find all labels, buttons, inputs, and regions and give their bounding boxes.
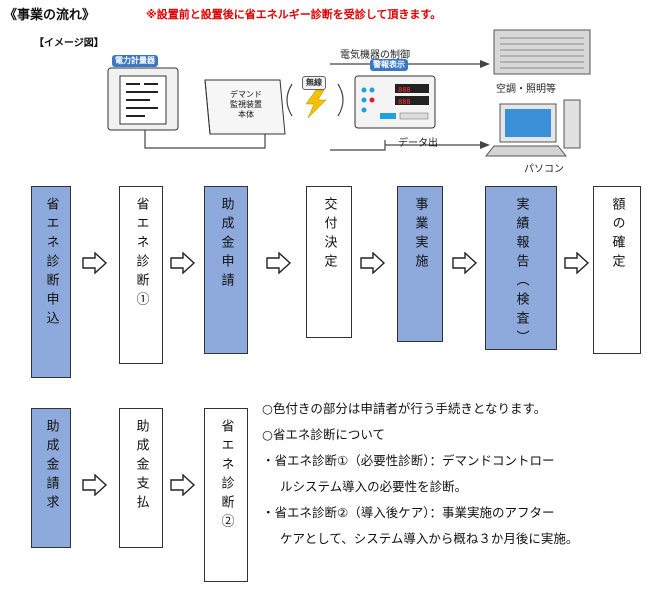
step-grant-decision: 交付決定 xyxy=(306,186,352,338)
page-title: 《事業の流れ》 xyxy=(4,8,96,23)
legend-line: ○色付きの部分は申請者が行う手続きとなります。 xyxy=(262,401,547,416)
alarm-tag: 警報表示 xyxy=(370,59,408,71)
aircon-device xyxy=(493,29,591,75)
step-subsidy-claim: 助成金請求 xyxy=(31,408,71,548)
wireless-tag: 無線 xyxy=(302,76,326,90)
step-energy-audit-application: 省エネ診断申込 xyxy=(31,186,71,378)
legend-notes: ○色付きの部分は申請者が行う手続きとなります。 ○省エネ診断について ・省エネ診… xyxy=(262,396,578,552)
flow-arrow-icon xyxy=(82,252,108,274)
wireless-link xyxy=(286,83,344,119)
image-label: 【イメージ図】 xyxy=(34,38,104,49)
monitor-line: デマンド xyxy=(230,90,262,99)
aircon-label: 空調・照明等 xyxy=(496,84,556,95)
flow-arrow-icon xyxy=(170,474,196,496)
flow-arrow-icon xyxy=(452,252,478,274)
flow-arrow-icon xyxy=(266,252,292,274)
flow-arrow-icon xyxy=(82,474,108,496)
monitor-line: 本体 xyxy=(238,110,254,119)
legend-line: ・省エネ診断②（導入後ケア）：事業実施のアフター xyxy=(262,505,555,520)
meter-device xyxy=(107,67,179,131)
data-output-label: データ出 xyxy=(398,138,438,149)
legend-line: ルシステム導入の必要性を診断。 xyxy=(280,479,468,494)
monitor-line: 監視装置 xyxy=(230,100,262,109)
step-result-report: 実績報告（検査） xyxy=(485,186,557,350)
flow-arrow-icon xyxy=(564,252,590,274)
monitor-unit-label: デマンド 監視装置 本体 xyxy=(214,90,278,120)
step-energy-audit-1: 省エネ診断① xyxy=(119,186,163,364)
step-subsidy-payment: 助成金支払 xyxy=(119,408,163,548)
step-project-execution: 事業実施 xyxy=(397,186,443,342)
alarm-display-device: 888 888 xyxy=(354,75,436,129)
pc-device xyxy=(484,99,581,157)
notice-text: ※設置前と設置後に省エネルギー診断を受診して頂きます。 xyxy=(146,8,442,21)
demand-monitor-unit xyxy=(204,79,286,135)
step-amount-confirmation: 額の確定 xyxy=(593,186,641,354)
legend-line: ケアとして、システム導入から概ね３か月後に実施。 xyxy=(280,531,579,546)
step-energy-audit-2: 省エネ診断② xyxy=(204,408,248,582)
legend-line: ○省エネ診断について xyxy=(262,427,386,442)
control-label: 電気機器の制御 xyxy=(340,50,410,61)
svg-text:888: 888 xyxy=(398,86,411,94)
flow-arrow-icon xyxy=(360,252,386,274)
legend-line: ・省エネ診断①（必要性診断）：デマンドコントロー xyxy=(262,453,555,468)
pc-label: パソコン xyxy=(524,164,564,175)
flow-arrow-icon xyxy=(170,252,196,274)
system-illustration: 888 888 xyxy=(107,29,591,157)
step-subsidy-application: 助成金申請 xyxy=(204,186,248,354)
meter-tag: 電力計量器 xyxy=(112,55,158,67)
svg-text:888: 888 xyxy=(398,98,411,106)
